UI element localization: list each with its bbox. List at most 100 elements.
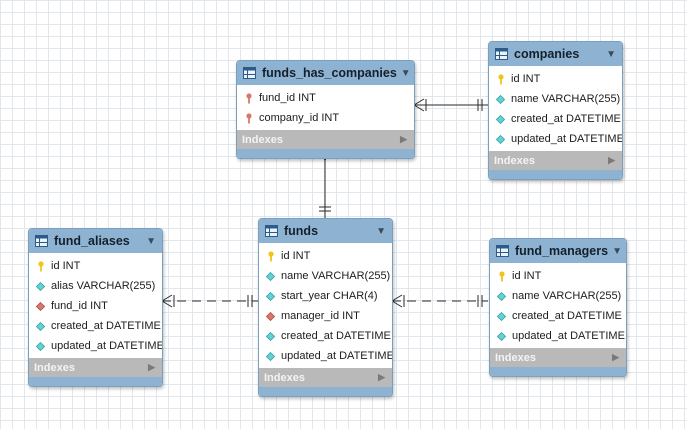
column-label: updated_at DATETIME [512,330,625,342]
indexes-section[interactable]: Indexes ▶ [259,368,392,387]
table-fund-managers[interactable]: fund_managers ▼ id INT name VARCHAR(255)… [489,238,627,377]
column-row[interactable]: updated_at DATETIME [490,326,626,346]
column-row[interactable]: fund_id INT [237,88,414,108]
table-footer [489,170,622,179]
primary-key-icon [265,250,276,262]
column-icon [496,311,507,322]
column-label: id INT [281,250,311,262]
column-icon [496,291,507,302]
column-icon [265,351,276,362]
column-row[interactable]: name VARCHAR(255) [259,266,392,286]
indexes-label: Indexes [494,154,535,167]
table-name: funds [284,224,319,238]
column-row[interactable]: id INT [490,266,626,286]
column-label: name VARCHAR(255) [511,93,621,105]
column-row[interactable]: updated_at DATETIME [489,129,622,149]
column-row[interactable]: manager_id INT [259,306,392,326]
table-header[interactable]: funds ▼ [259,219,392,243]
column-icon [265,271,276,282]
expand-arrow-icon[interactable]: ▶ [378,372,385,382]
table-icon [496,245,509,257]
column-icon [265,291,276,302]
table-funds[interactable]: funds ▼ id INT name VARCHAR(255) start_y… [258,218,393,397]
relationship-fund-aliases-to-funds[interactable] [161,294,258,308]
table-header[interactable]: fund_aliases ▼ [29,229,162,253]
primary-key-icon [496,270,507,282]
column-list: id INT name VARCHAR(255) start_year CHAR… [259,243,392,368]
column-label: company_id INT [259,112,340,124]
column-row[interactable]: alias VARCHAR(255) [29,276,162,296]
indexes-section[interactable]: Indexes ▶ [490,348,626,367]
column-row[interactable]: updated_at DATETIME [259,346,392,366]
relationship-funds-to-fund-managers[interactable] [391,294,488,308]
column-list: id INT name VARCHAR(255) created_at DATE… [489,66,622,151]
collapse-icon[interactable]: ▼ [400,67,411,79]
column-row[interactable]: created_at DATETIME [490,306,626,326]
table-funds-has-companies[interactable]: funds_has_companies ▼ fund_id INT compan… [236,60,415,159]
indexes-label: Indexes [242,133,283,146]
table-footer [259,387,392,396]
column-label: created_at DATETIME [281,330,391,342]
column-row[interactable]: name VARCHAR(255) [489,89,622,109]
column-row[interactable]: created_at DATETIME [259,326,392,346]
table-header[interactable]: companies ▼ [489,42,622,66]
foreign-key-icon [243,112,254,124]
column-row[interactable]: created_at DATETIME [29,316,162,336]
column-label: id INT [512,270,542,282]
indexes-section[interactable]: Indexes ▶ [489,151,622,170]
expand-arrow-icon[interactable]: ▶ [148,362,155,372]
column-icon [35,281,46,292]
column-label: created_at DATETIME [512,310,622,322]
table-name: fund_managers [515,244,609,258]
primary-key-icon [495,73,506,85]
column-row[interactable]: company_id INT [237,108,414,128]
table-icon [495,48,508,60]
column-row[interactable]: name VARCHAR(255) [490,286,626,306]
indexes-label: Indexes [34,361,75,374]
column-label: id INT [511,73,541,85]
expand-arrow-icon[interactable]: ▶ [612,352,619,362]
column-row[interactable]: id INT [259,246,392,266]
collapse-icon[interactable]: ▼ [376,225,386,237]
table-name: fund_aliases [54,234,130,248]
column-row[interactable]: id INT [489,69,622,89]
column-label: name VARCHAR(255) [281,270,391,282]
column-label: updated_at DATETIME [281,350,393,362]
indexes-section[interactable]: Indexes ▶ [237,130,414,149]
column-row[interactable]: start_year CHAR(4) [259,286,392,306]
collapse-icon[interactable]: ▼ [146,235,156,247]
column-row[interactable]: created_at DATETIME [489,109,622,129]
column-icon [35,321,46,332]
table-fund-aliases[interactable]: fund_aliases ▼ id INT alias VARCHAR(255)… [28,228,163,387]
table-footer [490,367,626,376]
table-name: companies [514,47,580,61]
column-label: updated_at DATETIME [51,340,163,352]
column-row[interactable]: id INT [29,256,162,276]
expand-arrow-icon[interactable]: ▶ [400,134,407,144]
column-label: created_at DATETIME [51,320,161,332]
collapse-icon[interactable]: ▼ [606,48,616,60]
column-list: fund_id INT company_id INT [237,85,414,130]
relationship-funds-has-companies-to-funds[interactable] [318,149,332,218]
column-icon [495,114,506,125]
column-label: name VARCHAR(255) [512,290,622,302]
table-header[interactable]: funds_has_companies ▼ [237,61,414,85]
collapse-icon[interactable]: ▼ [612,245,622,257]
indexes-section[interactable]: Indexes ▶ [29,358,162,377]
column-row[interactable]: updated_at DATETIME [29,336,162,356]
column-icon [495,94,506,105]
indexes-label: Indexes [495,351,536,364]
expand-arrow-icon[interactable]: ▶ [608,155,615,165]
relationship-funds-has-companies-to-companies[interactable] [413,98,488,112]
column-label: alias VARCHAR(255) [51,280,156,292]
primary-key-icon [35,260,46,272]
table-companies[interactable]: companies ▼ id INT name VARCHAR(255) cre… [488,41,623,180]
table-footer [237,149,414,158]
column-row[interactable]: fund_id INT [29,296,162,316]
table-header[interactable]: fund_managers ▼ [490,239,626,263]
column-label: manager_id INT [281,310,360,322]
table-footer [29,377,162,386]
foreign-key-column-icon [35,301,46,312]
indexes-label: Indexes [264,371,305,384]
